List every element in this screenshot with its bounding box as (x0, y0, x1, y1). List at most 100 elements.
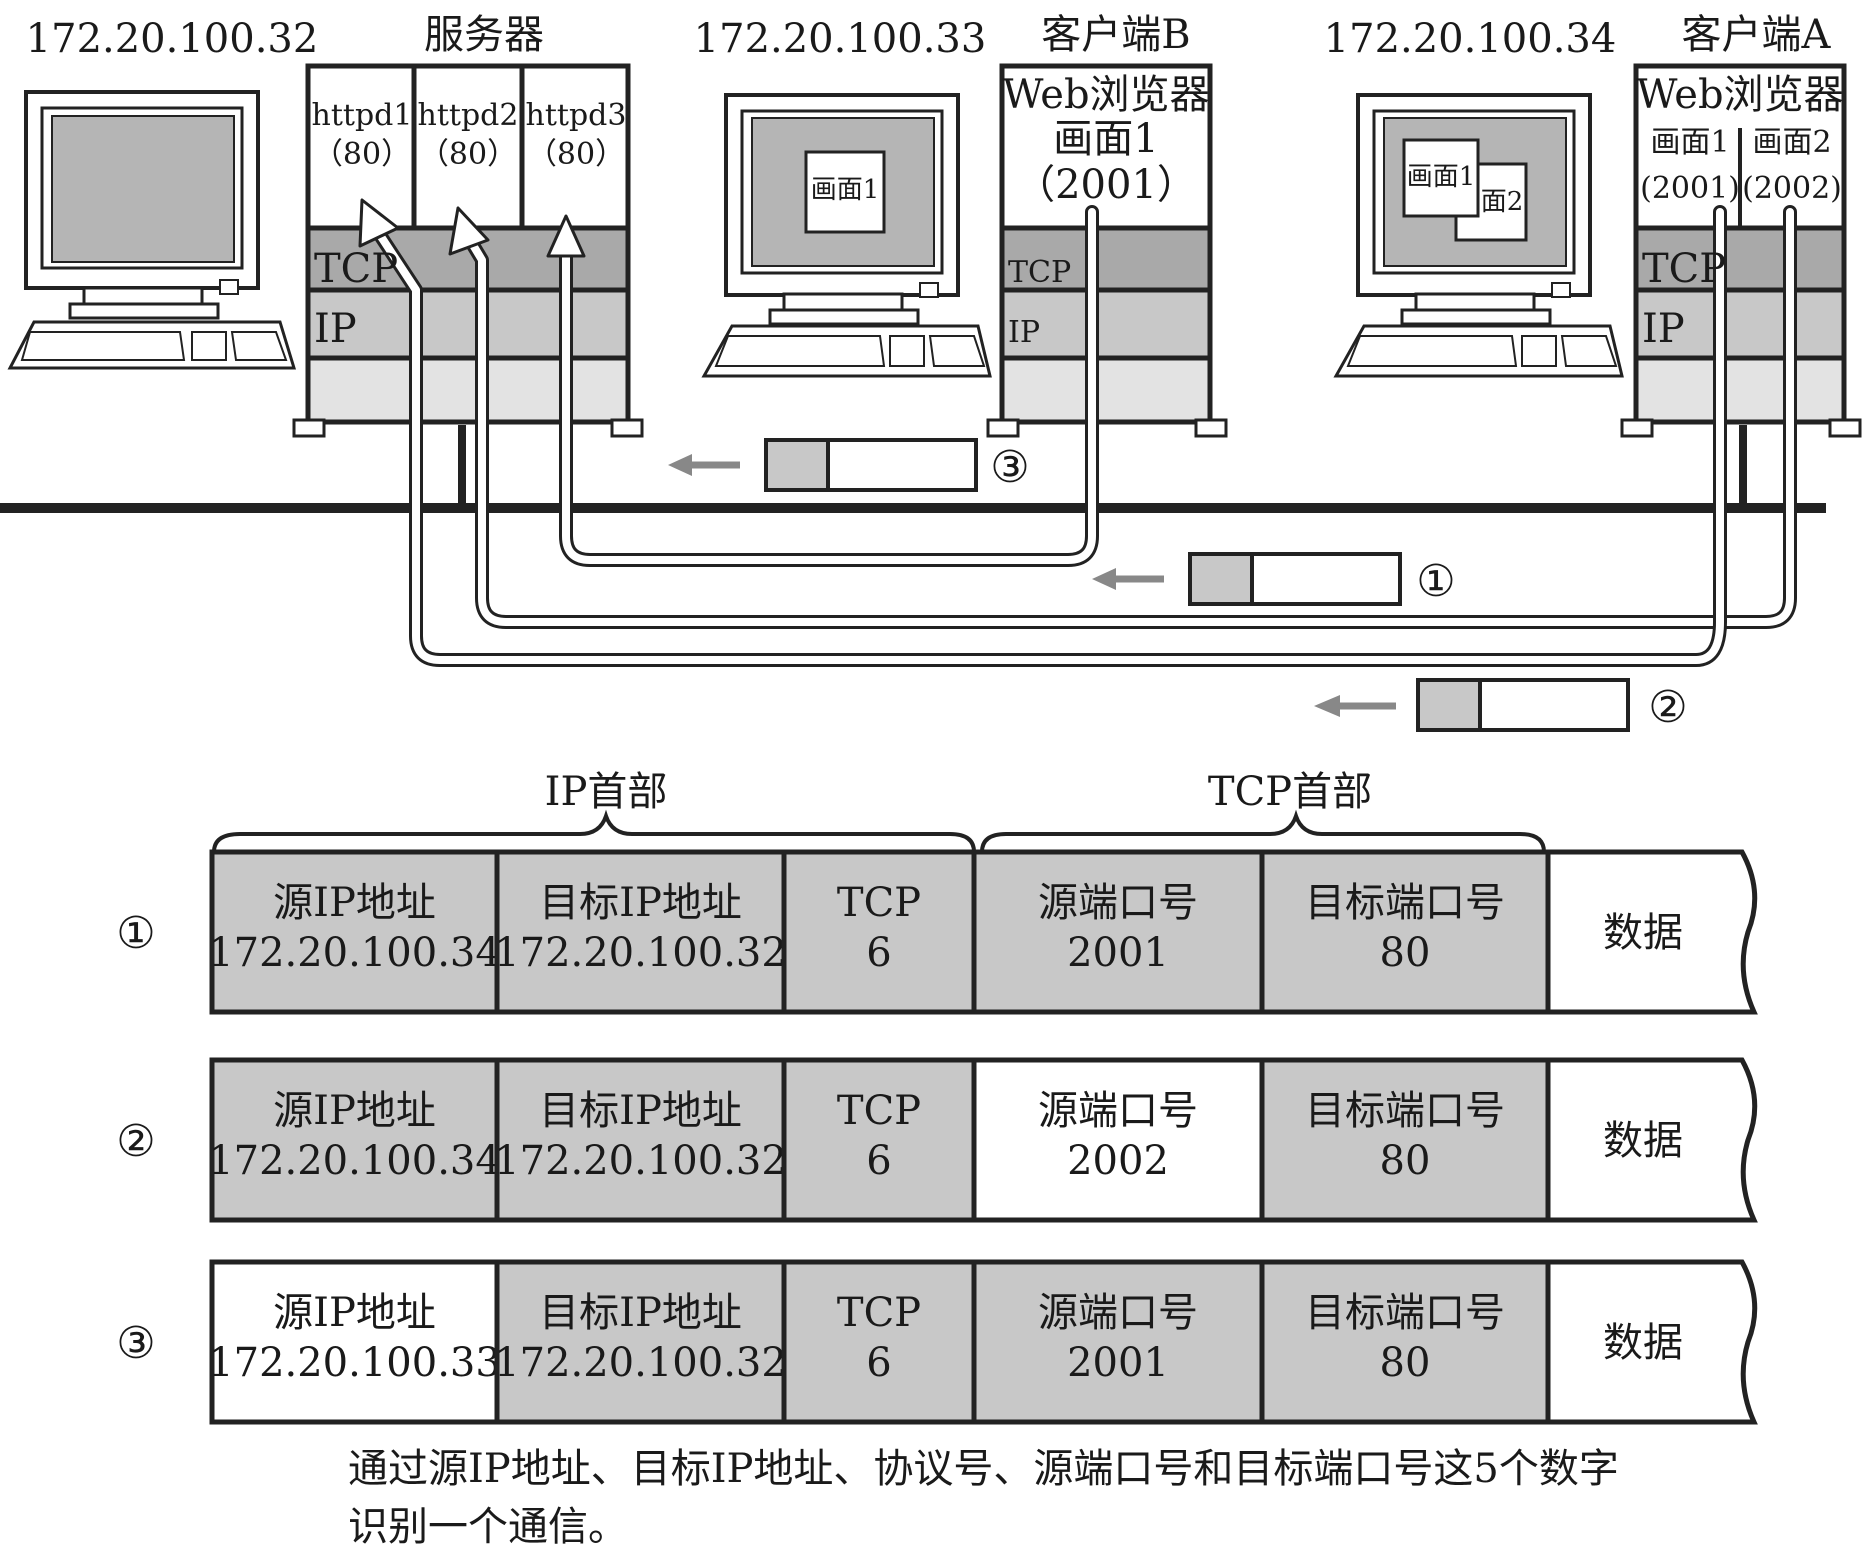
dst-port-value: 80 (1380, 1138, 1431, 1184)
src-ip-value: 172.20.100.33 (208, 1340, 501, 1386)
cell-dst-port (1259, 1259, 1551, 1425)
dst-port-value: 80 (1380, 930, 1431, 976)
cell-src-ip (209, 1259, 500, 1425)
src-port-label: 源端口号 (1038, 1088, 1198, 1134)
caption-line-1: 通过源IP地址、目标IP地址、协议号、源端口号和目标端口号这5个数字 (348, 1446, 1619, 1492)
httpd2-port: （80） (419, 137, 517, 172)
row-marker: ② (116, 1116, 155, 1167)
computer-icon-client-b (701, 93, 992, 378)
cell-dst-ip (494, 849, 787, 1015)
client-a-ip-label: 172.20.100.34 (1324, 16, 1617, 62)
proto-label: TCP (837, 1290, 921, 1336)
src-ip-label: 源IP地址 (273, 880, 436, 926)
client-a-browser-label: Web浏览器 (1636, 72, 1843, 118)
client-b-tcp-layer: TCP (1008, 255, 1071, 290)
client-b-stack (986, 63, 1228, 438)
dst-ip-label: 目标IP地址 (539, 1088, 742, 1134)
httpd3-port: （80） (527, 137, 625, 172)
connection-paths (358, 198, 1797, 667)
httpd1-port: （80） (313, 137, 411, 172)
cell-dst-port (1259, 849, 1551, 1015)
dst-ip-value: 172.20.100.32 (494, 1340, 787, 1386)
dst-ip-value: 172.20.100.32 (494, 930, 787, 976)
httpd2-label: httpd2 (418, 98, 519, 133)
data-label: 数据 (1603, 1320, 1683, 1366)
packet-marker-3: ③ (990, 442, 1029, 493)
src-ip-value: 172.20.100.34 (208, 930, 501, 976)
server-ip-label: 172.20.100.32 (26, 16, 319, 62)
client-a-window1-label: 画面1 (1650, 125, 1729, 160)
cell-src-ip (209, 1057, 500, 1223)
cell-src-port (971, 1057, 1265, 1223)
header-braces (212, 809, 1546, 853)
dst-ip-label: 目标IP地址 (539, 1290, 742, 1336)
client-a-window2-label: 画面2 (1752, 125, 1831, 160)
packet-marker-2: ② (1648, 682, 1687, 733)
cell-data (1545, 1057, 1758, 1223)
tcp-header-label: TCP首部 (1208, 769, 1372, 815)
packet-marker-1: ① (1416, 556, 1455, 607)
cell-src-ip (209, 849, 500, 1015)
src-ip-label: 源IP地址 (273, 1290, 436, 1336)
dst-port-label: 目标端口号 (1305, 880, 1505, 926)
data-label: 数据 (1603, 910, 1683, 956)
src-port-value: 2001 (1067, 930, 1169, 976)
proto-label: TCP (837, 1088, 921, 1134)
src-port-value: 2001 (1067, 1340, 1169, 1386)
cell-dst-port (1259, 1057, 1551, 1223)
client-b-ip-layer: IP (1008, 315, 1040, 350)
packet-icon-1 (1092, 552, 1402, 606)
src-ip-label: 源IP地址 (273, 1088, 436, 1134)
caption-line-2: 识别一个通信。 (348, 1504, 628, 1550)
src-port-label: 源端口号 (1038, 1290, 1198, 1336)
server-tcp-layer: TCP (314, 246, 398, 292)
packet-icon-3 (668, 438, 978, 492)
computer-icon-server (7, 90, 297, 370)
packet-header-table: 源IP地址172.20.100.34目标IP地址172.20.100.32TCP… (116, 849, 1758, 1425)
computer-icon-client-a (1333, 93, 1624, 378)
client-b-screen-window: 画面1 (811, 175, 880, 205)
client-a-screen-window2: 面2 (1481, 187, 1524, 217)
client-a-window1-port: (2001) (1640, 171, 1740, 206)
server-title: 服务器 (424, 12, 544, 58)
ip-header-label: IP首部 (545, 769, 668, 815)
cell-proto (781, 1259, 977, 1425)
dst-ip-value: 172.20.100.32 (494, 1138, 787, 1184)
row-marker: ③ (116, 1318, 155, 1369)
proto-value: 6 (866, 1340, 891, 1386)
proto-value: 6 (866, 930, 891, 976)
httpd3-label: httpd3 (526, 98, 627, 133)
client-a-screen-window1: 画面1 (1407, 162, 1476, 192)
client-b-title: 客户端B (1041, 12, 1190, 58)
row-marker: ① (116, 908, 155, 959)
client-b-browser-label: Web浏览器 (1002, 72, 1209, 118)
dst-port-value: 80 (1380, 1340, 1431, 1386)
data-label: 数据 (1603, 1118, 1683, 1164)
client-a-tcp-layer: TCP (1642, 246, 1726, 292)
cell-proto (781, 849, 977, 1015)
httpd1-label: httpd1 (312, 98, 413, 133)
dst-port-label: 目标端口号 (1305, 1290, 1505, 1336)
client-b-port-label: （2001） (1015, 162, 1197, 208)
client-a-title: 客户端A (1682, 12, 1832, 58)
src-port-label: 源端口号 (1038, 880, 1198, 926)
client-b-ip-label: 172.20.100.33 (694, 16, 987, 62)
proto-label: TCP (837, 880, 921, 926)
client-a-stack (1620, 63, 1862, 438)
client-a-ip-layer: IP (1642, 306, 1685, 352)
dst-ip-label: 目标IP地址 (539, 880, 742, 926)
client-b-window-label: 画面1 (1053, 116, 1158, 162)
proto-value: 6 (866, 1138, 891, 1184)
src-ip-value: 172.20.100.34 (208, 1138, 501, 1184)
cell-data (1545, 849, 1758, 1015)
server-ip-layer: IP (314, 306, 357, 352)
client-a-window2-port: (2002) (1742, 171, 1842, 206)
packet-icon-2 (1314, 678, 1630, 732)
src-port-value: 2002 (1067, 1138, 1169, 1184)
dst-port-label: 目标端口号 (1305, 1088, 1505, 1134)
cell-data (1545, 1259, 1758, 1425)
